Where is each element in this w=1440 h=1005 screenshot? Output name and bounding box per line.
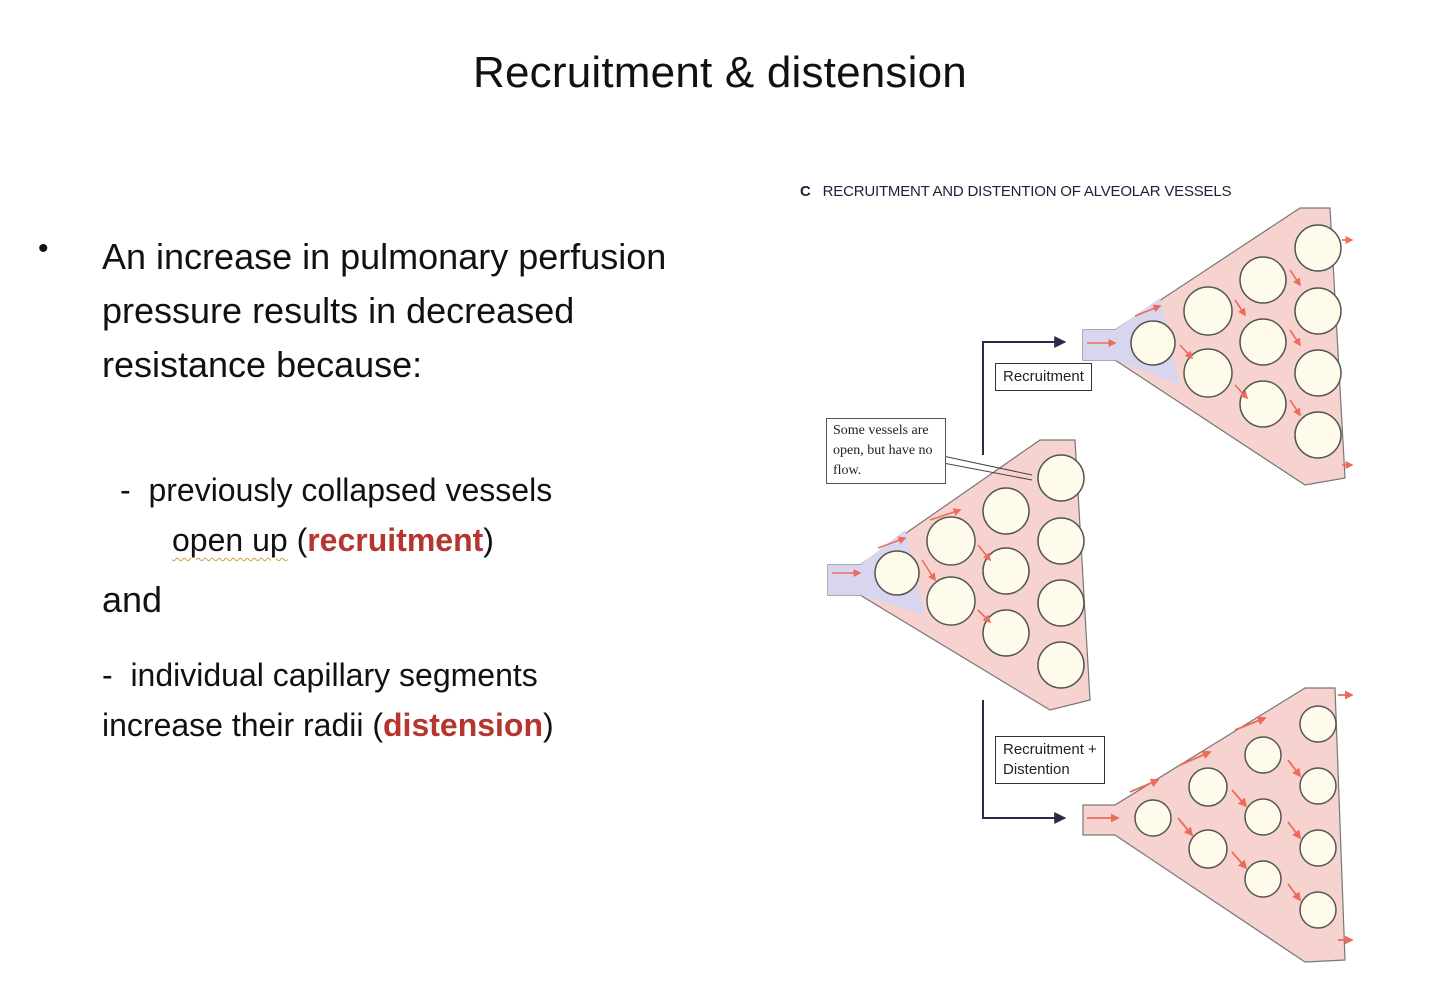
paren-close: ) — [543, 707, 554, 743]
sub-point-text: individual capillary segments — [130, 657, 538, 693]
caption-text: RECRUITMENT AND DISTENTION OF ALVEOLAR V… — [822, 183, 1232, 200]
dash-marker: - — [120, 472, 131, 508]
slide-title: Recruitment & distension — [473, 48, 967, 97]
sub-point-recruitment: - previously collapsed vessels — [120, 470, 552, 510]
sub-point-recruitment-line2: open up (recruitment) — [172, 520, 494, 560]
network-recruitment — [1082, 207, 1354, 486]
bullet-text: An increase in pulmonary perfusion press… — [102, 236, 667, 385]
connector-line-distention — [982, 700, 1067, 824]
sub-point-text: increase their radii — [102, 707, 364, 743]
network-recruitment-distention — [1082, 687, 1354, 963]
connector-line-recruitment — [982, 336, 1067, 455]
connector-and: and — [102, 579, 163, 620]
sub-point-text: previously collapsed vessels — [148, 472, 553, 508]
network-baseline — [827, 439, 1091, 711]
panel-letter: C — [800, 183, 811, 200]
spellcheck-text: open up — [172, 522, 288, 558]
note-no-flow: Some vessels are open, but have no flow. — [826, 418, 946, 484]
paren-open: ( — [296, 522, 308, 558]
sub-point-line2: increase their radii (distension) — [102, 700, 702, 750]
sub-point-line1: - individual capillary segments — [102, 650, 702, 700]
label-recruitment: Recruitment — [995, 363, 1092, 391]
paren-close: ) — [483, 522, 494, 558]
alveolar-vessels-diagram — [827, 207, 1354, 963]
paren-open: ( — [372, 707, 383, 743]
figure-caption: C RECRUITMENT AND DISTENTION OF ALVEOLAR … — [800, 183, 1232, 200]
bullet-marker: • — [38, 232, 49, 265]
label-line1: Recruitment + — [1003, 741, 1097, 758]
label-recruitment-distention: Recruitment + Distention — [995, 736, 1105, 784]
label-line2: Distention — [1003, 761, 1070, 778]
keyword-distension: distension — [383, 707, 544, 743]
sub-point-distension: - individual capillary segments increase… — [102, 650, 702, 750]
keyword-recruitment: recruitment — [307, 522, 484, 558]
dash-marker: - — [102, 657, 113, 693]
